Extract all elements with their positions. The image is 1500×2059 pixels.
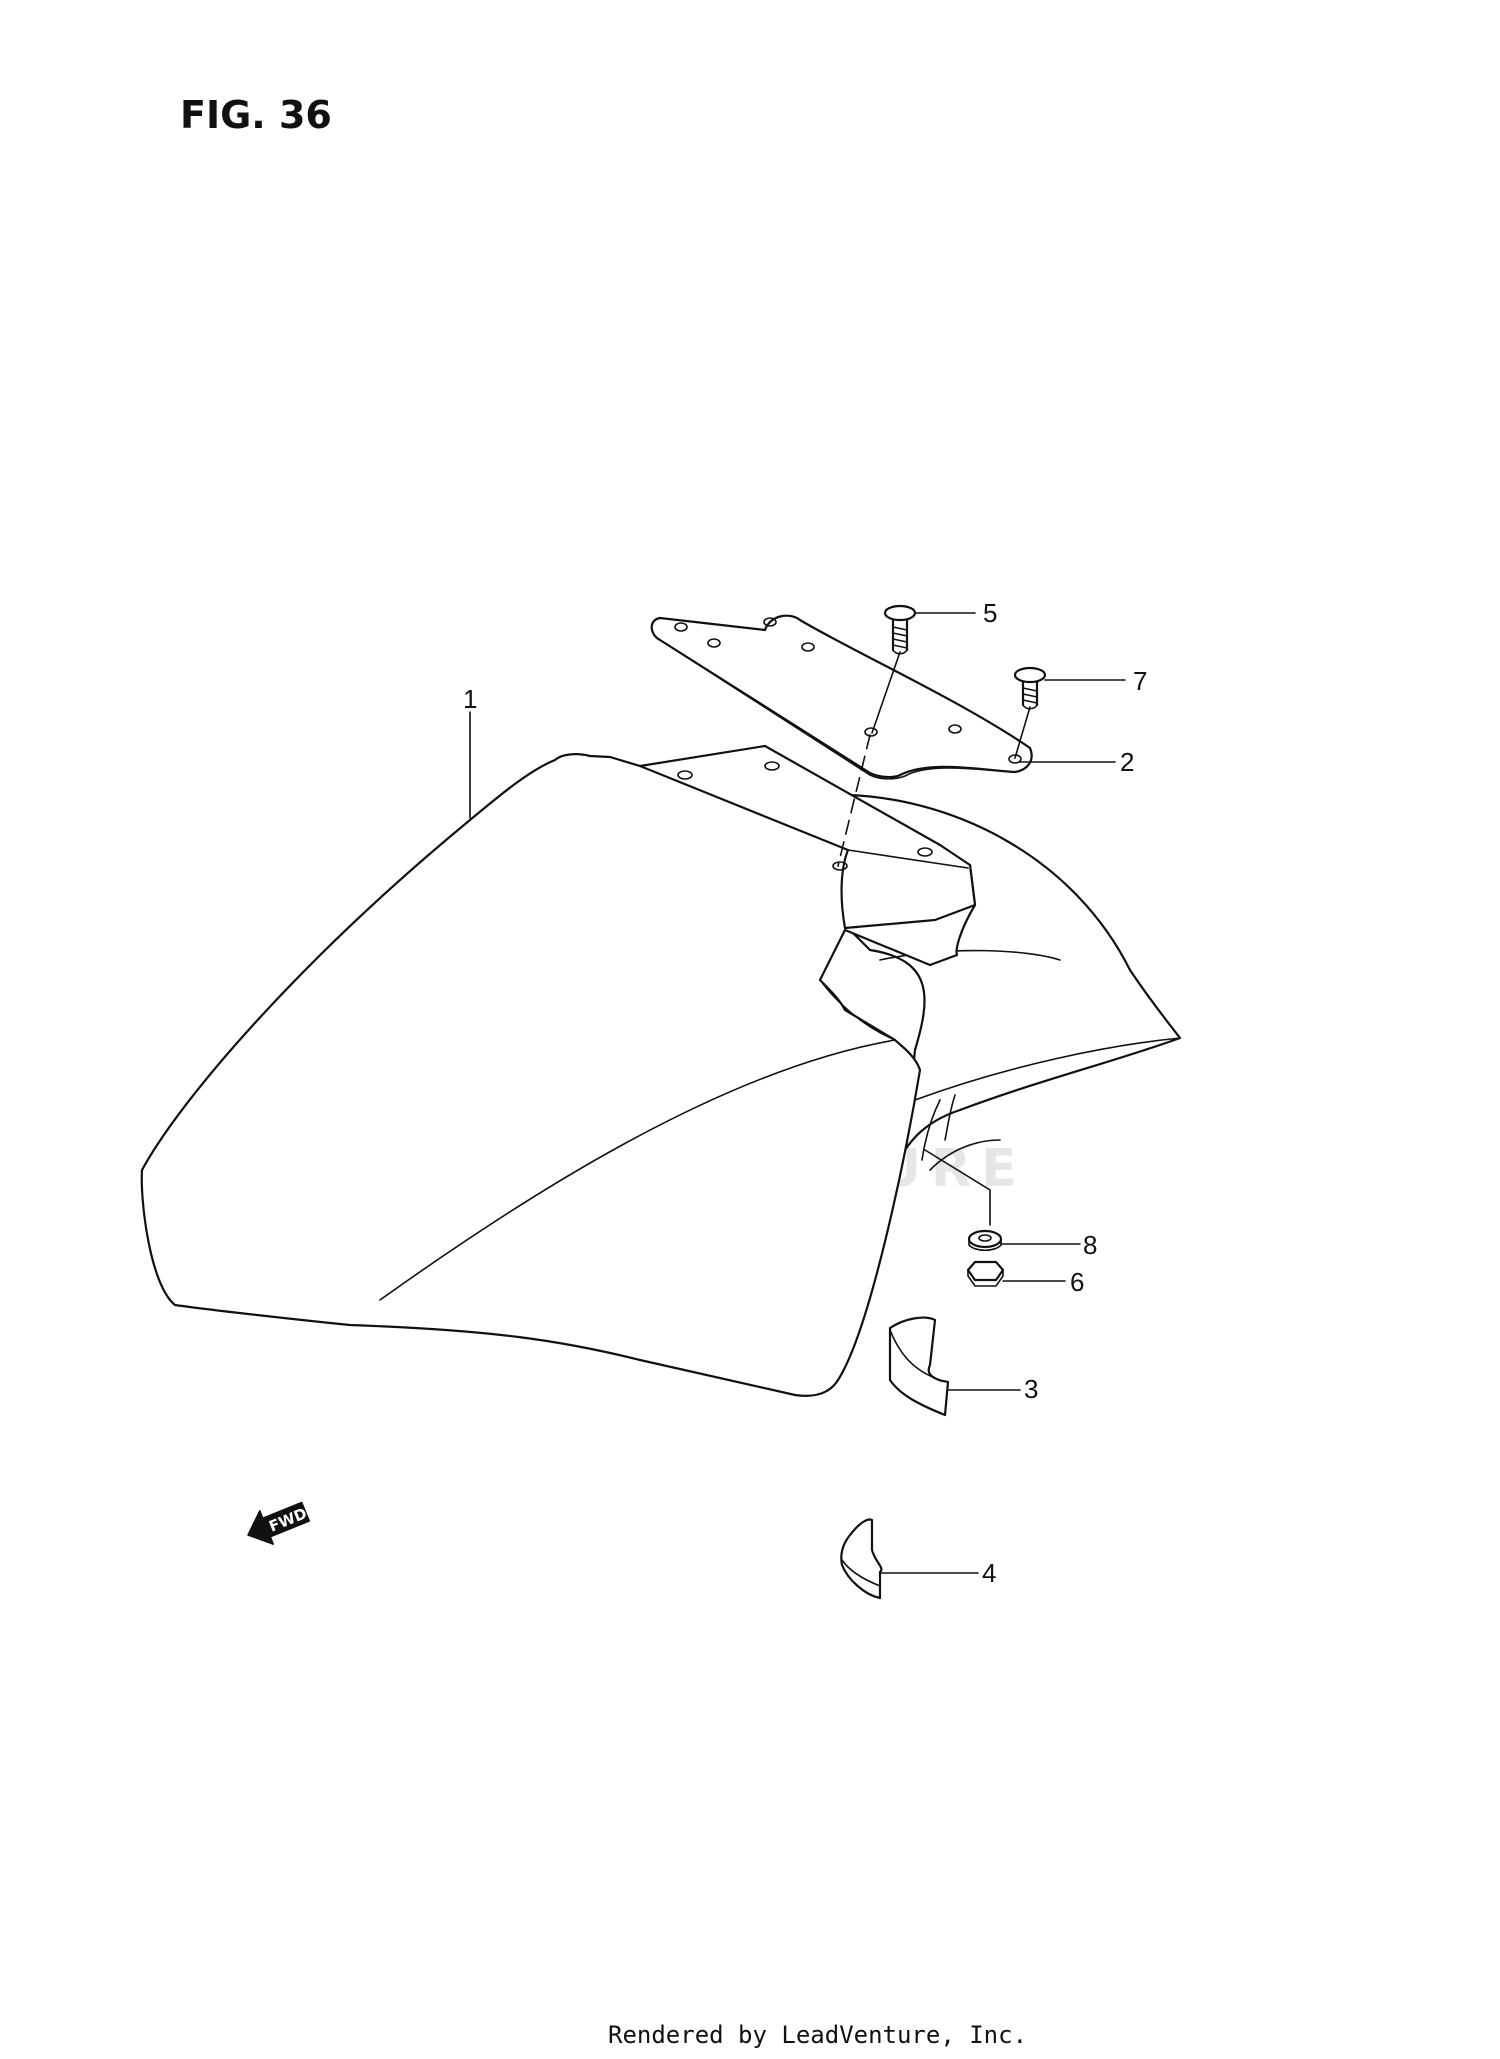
- assembly-line: [837, 734, 871, 867]
- part-1-front-fender: [140, 744, 1182, 1397]
- part-2-bracket-plate: [650, 614, 1033, 780]
- assembly-line-screw-7: [1014, 706, 1031, 759]
- part-6-nut: [966, 1260, 1005, 1287]
- callout-8: 8: [1083, 1230, 1097, 1260]
- callout-6: 6: [1070, 1267, 1084, 1297]
- fwd-arrow-icon: FWD: [247, 1501, 310, 1545]
- footer-credit: Rendered by LeadVenture, Inc.: [608, 2021, 1027, 2049]
- callout-1: 1: [463, 684, 477, 714]
- part-4-trim: [840, 1518, 883, 1600]
- callout-5: 5: [983, 598, 997, 628]
- callout-2: 2: [1120, 747, 1134, 777]
- part-7-screw: [1013, 666, 1047, 710]
- part-8-washer: [967, 1229, 1003, 1252]
- callout-3: 3: [1024, 1374, 1038, 1404]
- callout-4: 4: [982, 1558, 996, 1588]
- figure-title: FIG. 36: [180, 93, 332, 137]
- leader-fender-ref: [924, 1149, 991, 1226]
- part-3-trim: [888, 1316, 950, 1417]
- assembly-line-screw: [871, 651, 901, 734]
- part-5-screw: [883, 604, 917, 655]
- callout-7: 7: [1133, 666, 1147, 696]
